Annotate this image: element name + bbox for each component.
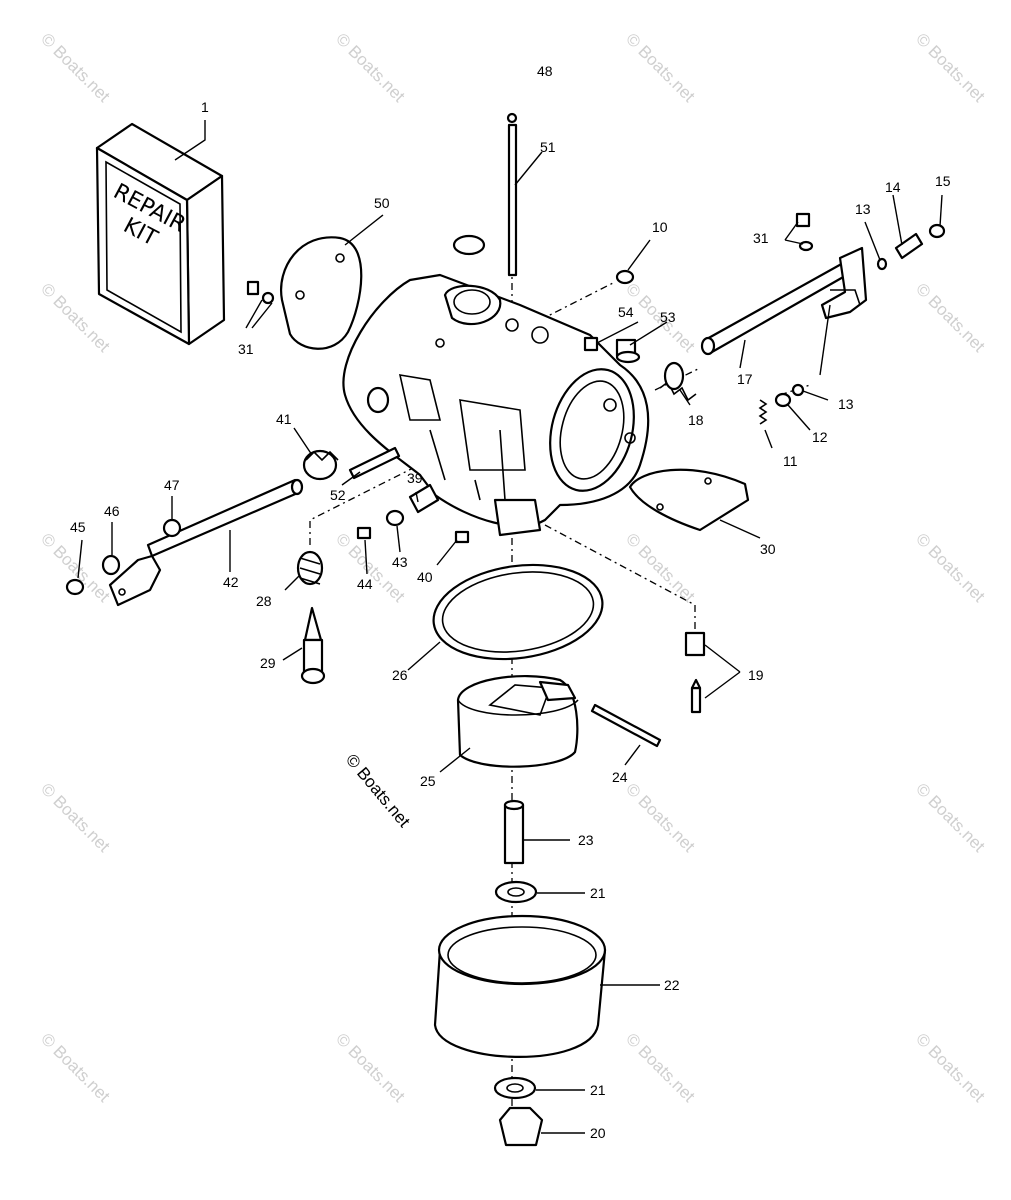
repair-kit-box: REPAIR KIT bbox=[95, 122, 226, 346]
label-part-26: 26 bbox=[392, 667, 408, 683]
cap-15 bbox=[928, 223, 946, 239]
label-part-28: 28 bbox=[256, 593, 272, 609]
label-part-19: 19 bbox=[748, 667, 764, 683]
screw-right bbox=[795, 212, 814, 252]
top-plug bbox=[452, 234, 486, 256]
watermark: © Boats.net bbox=[912, 279, 989, 356]
watermark: © Boats.net bbox=[622, 529, 699, 606]
label-part-18: 18 bbox=[688, 412, 704, 428]
label-part-42: 42 bbox=[223, 574, 239, 590]
throttle-shaft bbox=[700, 246, 868, 356]
spring-11 bbox=[758, 399, 768, 425]
idle-screw bbox=[583, 336, 599, 352]
gasket-21-lower bbox=[493, 1076, 537, 1100]
watermark: © Boats.net bbox=[622, 29, 699, 106]
bushing-14 bbox=[894, 232, 924, 260]
drain-nut-20 bbox=[498, 1106, 544, 1147]
washer-13-top bbox=[876, 257, 888, 271]
label-part-48: 48 bbox=[537, 63, 553, 79]
bowl-gasket-ring bbox=[432, 563, 604, 661]
label-part-14: 14 bbox=[885, 179, 901, 195]
gasket-plate bbox=[628, 468, 750, 532]
carburetor-body bbox=[342, 273, 650, 537]
label-part-47: 47 bbox=[164, 477, 180, 493]
watermark-center: © Boats.net bbox=[342, 750, 414, 831]
bracket-39 bbox=[408, 483, 440, 514]
spring-41 bbox=[302, 449, 339, 481]
label-part-52: 52 bbox=[330, 487, 346, 503]
label-part-46: 46 bbox=[104, 503, 120, 519]
label-part-25: 25 bbox=[420, 773, 436, 789]
label-part-22: 22 bbox=[664, 977, 680, 993]
fitting bbox=[615, 338, 641, 364]
watermark: © Boats.net bbox=[912, 1029, 989, 1106]
watermark: © Boats.net bbox=[912, 29, 989, 106]
main-jet bbox=[503, 799, 525, 865]
label-part-53: 53 bbox=[660, 309, 676, 325]
washer-13-low bbox=[791, 383, 805, 397]
float bbox=[456, 674, 579, 768]
screw-40 bbox=[454, 530, 470, 544]
watermark: © Boats.net bbox=[332, 1029, 409, 1106]
label-part-1: 1 bbox=[201, 99, 209, 115]
choke-shaft bbox=[108, 478, 304, 607]
needle-52 bbox=[348, 446, 401, 480]
label-part-15: 15 bbox=[935, 173, 951, 189]
ring-47 bbox=[162, 518, 182, 538]
label-part-50: 50 bbox=[374, 195, 390, 211]
watermark: © Boats.net bbox=[622, 779, 699, 856]
nut-43 bbox=[385, 509, 405, 527]
label-part-29: 29 bbox=[260, 655, 276, 671]
label-part-21-upper: 21 bbox=[590, 885, 606, 901]
label-part-54: 54 bbox=[618, 304, 634, 320]
watermark: © Boats.net bbox=[622, 1029, 699, 1106]
label-part-31-right: 31 bbox=[753, 230, 769, 246]
label-part-39: 39 bbox=[407, 470, 423, 486]
cover-plate bbox=[279, 236, 363, 350]
label-part-41: 41 bbox=[276, 411, 292, 427]
label-part-13-low: 13 bbox=[838, 396, 854, 412]
spring-28 bbox=[296, 550, 324, 586]
clip bbox=[615, 269, 635, 285]
label-part-45: 45 bbox=[70, 519, 86, 535]
watermark: © Boats.net bbox=[37, 779, 114, 856]
float-bowl bbox=[433, 914, 607, 1058]
label-part-13-top: 13 bbox=[855, 201, 871, 217]
label-part-12: 12 bbox=[812, 429, 828, 445]
washer-46 bbox=[101, 554, 121, 576]
screw-45 bbox=[65, 578, 85, 596]
needle-seat-19 bbox=[684, 631, 706, 714]
screw-44 bbox=[356, 526, 372, 540]
float-pin bbox=[590, 703, 662, 748]
label-part-11: 11 bbox=[783, 453, 798, 469]
nut-12 bbox=[774, 392, 792, 408]
label-part-43: 43 bbox=[392, 554, 408, 570]
throttle-pin bbox=[506, 112, 518, 277]
leader-lines bbox=[77, 120, 943, 1134]
label-part-44: 44 bbox=[357, 576, 373, 592]
label-part-21-lower: 21 bbox=[590, 1082, 606, 1098]
label-part-40: 40 bbox=[417, 569, 433, 585]
mixture-needle-29 bbox=[300, 606, 326, 685]
watermark: © Boats.net bbox=[912, 529, 989, 606]
part-labels: 1 10 11 12 13 13 14 15 17 18 19 20 21 21… bbox=[70, 63, 951, 1141]
label-part-20: 20 bbox=[590, 1125, 606, 1141]
label-part-23: 23 bbox=[578, 832, 594, 848]
label-part-30: 30 bbox=[760, 541, 776, 557]
spring-18 bbox=[659, 361, 697, 402]
screw-left bbox=[246, 280, 275, 305]
label-part-17: 17 bbox=[737, 371, 753, 387]
label-part-10: 10 bbox=[652, 219, 668, 235]
label-part-31-left: 31 bbox=[238, 341, 254, 357]
label-part-24: 24 bbox=[612, 769, 628, 785]
watermark: © Boats.net bbox=[37, 1029, 114, 1106]
watermark: © Boats.net bbox=[912, 779, 989, 856]
label-part-51: 51 bbox=[540, 139, 556, 155]
watermark: © Boats.net bbox=[37, 29, 114, 106]
watermark: © Boats.net bbox=[332, 29, 409, 106]
gasket-21-upper bbox=[494, 880, 538, 904]
